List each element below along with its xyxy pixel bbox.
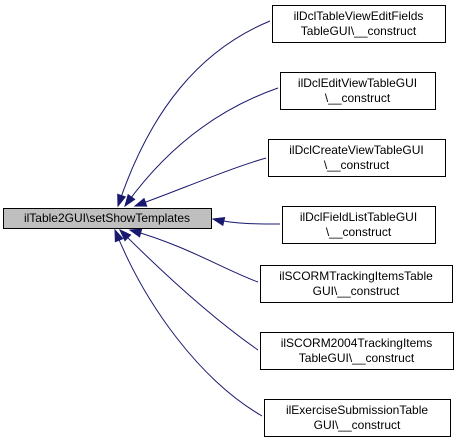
caller-node-4-label-line: GUI\__construct: [313, 284, 400, 298]
caller-node-3-label-line: \__construct: [326, 225, 392, 239]
caller-node-1-box: [280, 72, 436, 110]
focus-node: ilTable2GUI\setShowTemplates: [3, 208, 212, 229]
edge-arrowhead-6: [114, 228, 124, 243]
edge-4: [129, 229, 259, 283]
caller-node-3-box: [282, 206, 436, 244]
edge-0: [117, 20, 271, 207]
caller-node-0-label-line: TableGUI\__construct: [301, 24, 417, 38]
caller-node-6-label-line: GUI\__construct: [314, 418, 401, 432]
caller-node-5-label-line: ilSCORM2004TrackingItems: [281, 336, 433, 350]
caller-node-3-label-line: ilDclFieldListTableGUI: [300, 210, 417, 224]
caller-node-3: ilDclFieldListTableGUI\__construct: [282, 206, 436, 244]
caller-node-4-label-line: ilSCORMTrackingItemsTable: [279, 269, 433, 283]
caller-node-1: ilDclEditViewTableGUI\__construct: [280, 72, 436, 110]
focus-node-label-line: ilTable2GUI\setShowTemplates: [24, 211, 190, 225]
caller-node-6-box: [264, 399, 451, 437]
caller-node-2: ilDclCreateViewTableGUI\__construct: [268, 139, 446, 177]
caller-node-1-label-line: \__construct: [325, 91, 391, 105]
edge-1: [124, 87, 279, 207]
caller-node-4-box: [260, 265, 453, 303]
edge-arrowhead-0: [117, 193, 127, 208]
caller-node-6-label-line: ilExerciseSubmissionTable: [286, 403, 428, 417]
edge-arrowhead-1: [124, 193, 136, 208]
edge-2: [134, 157, 267, 207]
edge-arrowhead-4: [128, 228, 143, 238]
caller-node-1-label-line: ilDclEditViewTableGUI: [298, 76, 417, 90]
caller-node-5-label-line: TableGUI\__construct: [299, 351, 415, 365]
focus-node-box: [3, 208, 212, 229]
caller-node-0-label-line: ilDclTableViewEditFields: [294, 9, 424, 23]
edge-arrowhead-5: [118, 228, 132, 242]
caller-node-5: ilSCORM2004TrackingItemsTableGUI\__const…: [260, 332, 454, 370]
caller-node-0-box: [272, 5, 446, 43]
caller-node-2-label-line: \__construct: [324, 158, 390, 172]
edges: [114, 20, 281, 417]
edge-arrowhead-2: [133, 197, 148, 207]
edge-5: [119, 229, 259, 351]
caller-node-0: ilDclTableViewEditFieldsTableGUI\__const…: [272, 5, 446, 43]
caller-node-2-label-line: ilDclCreateViewTableGUI: [289, 143, 424, 157]
caller-node-2-box: [268, 139, 446, 177]
caller-node-5-box: [260, 332, 454, 370]
edge-arrowhead-3: [211, 216, 226, 227]
nodes: ilTable2GUI\setShowTemplates ilDclTableVi…: [3, 5, 454, 437]
edge-6: [114, 229, 263, 417]
